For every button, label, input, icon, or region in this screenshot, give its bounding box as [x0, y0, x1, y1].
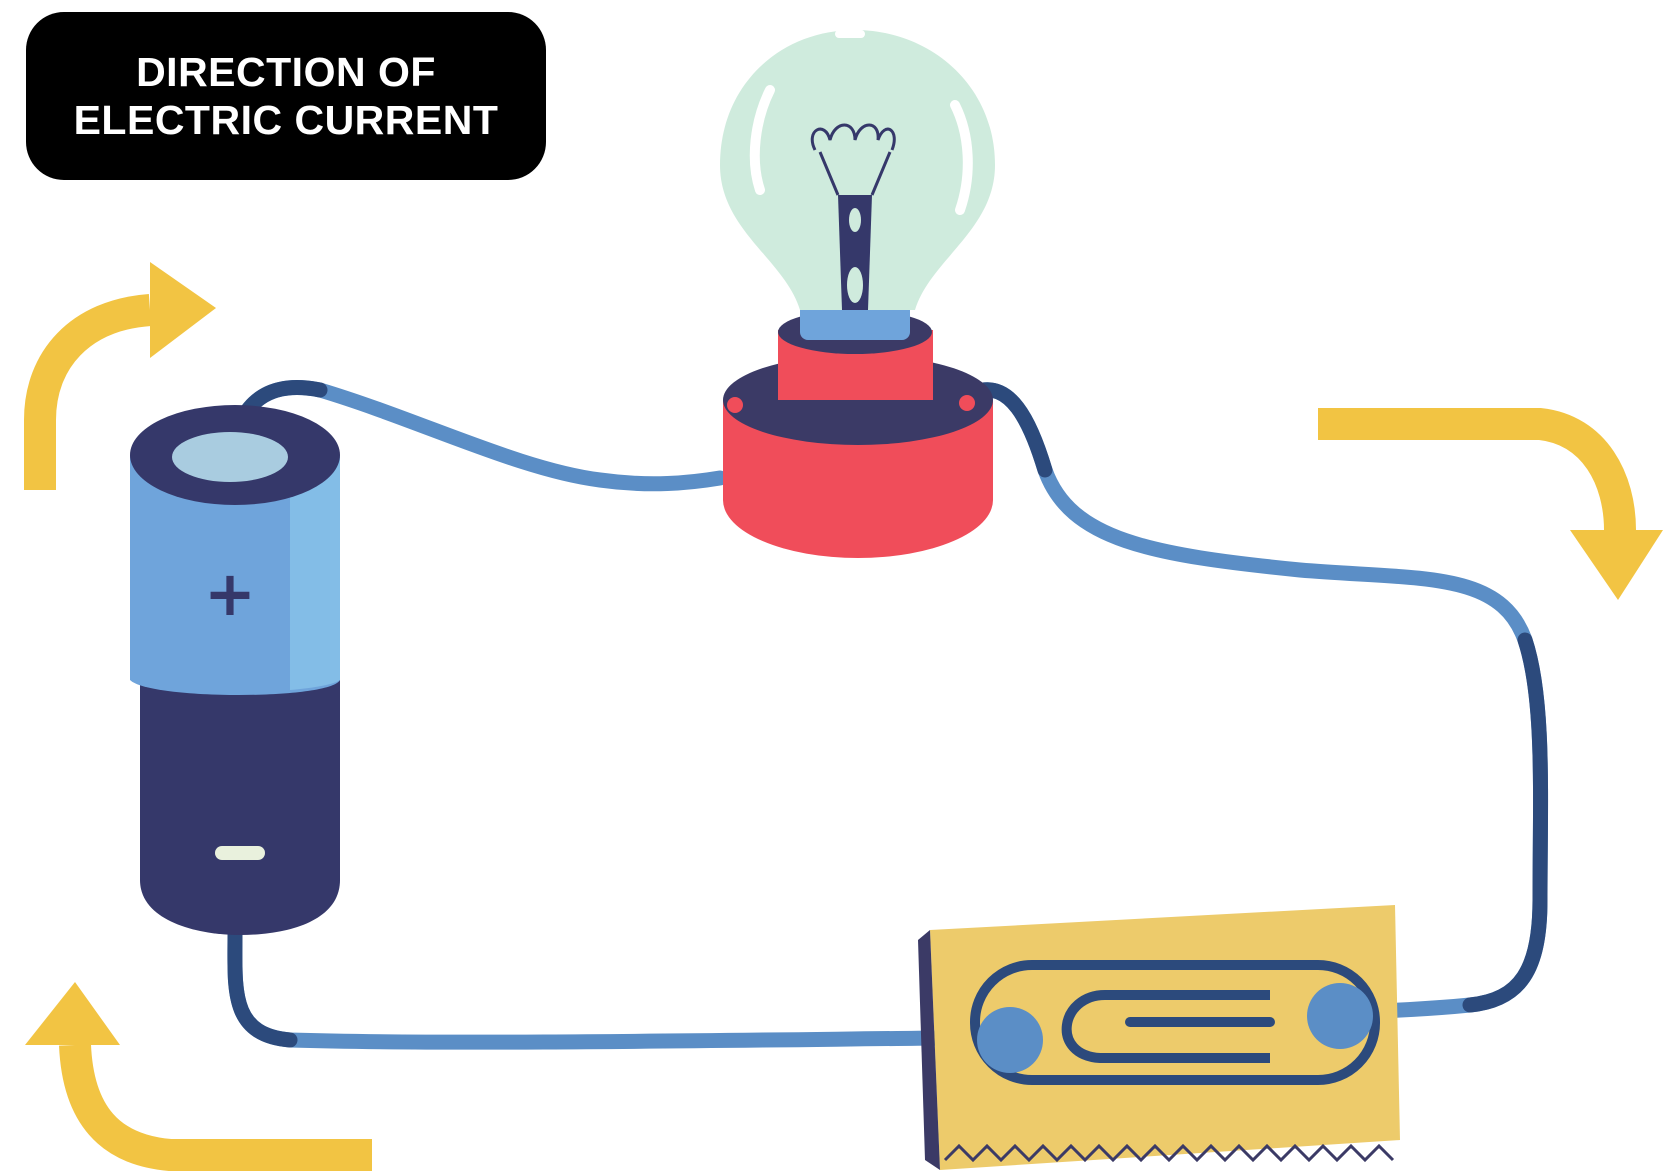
paperclip-switch-icon	[918, 905, 1400, 1170]
bulb-socket	[723, 300, 993, 558]
arrow-bottom-left-head	[25, 982, 120, 1045]
title-badge: DIRECTION OF ELECTRIC CURRENT	[26, 12, 546, 180]
arrow-top-right	[1318, 408, 1663, 600]
wire-battery-to-switch	[227, 927, 948, 1050]
title-line-1: DIRECTION OF	[136, 49, 436, 95]
arrow-top-left-head	[150, 262, 216, 358]
battery-icon: +	[130, 405, 340, 935]
battery-plus-label: +	[204, 557, 256, 630]
switch-contact-right	[1307, 983, 1373, 1049]
wires	[222, 380, 1549, 1050]
arrow-top-left	[24, 262, 216, 490]
arrow-bottom-left	[25, 982, 372, 1171]
arrow-top-right-head	[1570, 530, 1663, 600]
light-bulb-icon	[720, 30, 995, 310]
battery-minus-symbol	[215, 846, 265, 860]
title-line-2: ELECTRIC CURRENT	[73, 97, 499, 143]
switch-contact-left	[977, 1007, 1043, 1073]
